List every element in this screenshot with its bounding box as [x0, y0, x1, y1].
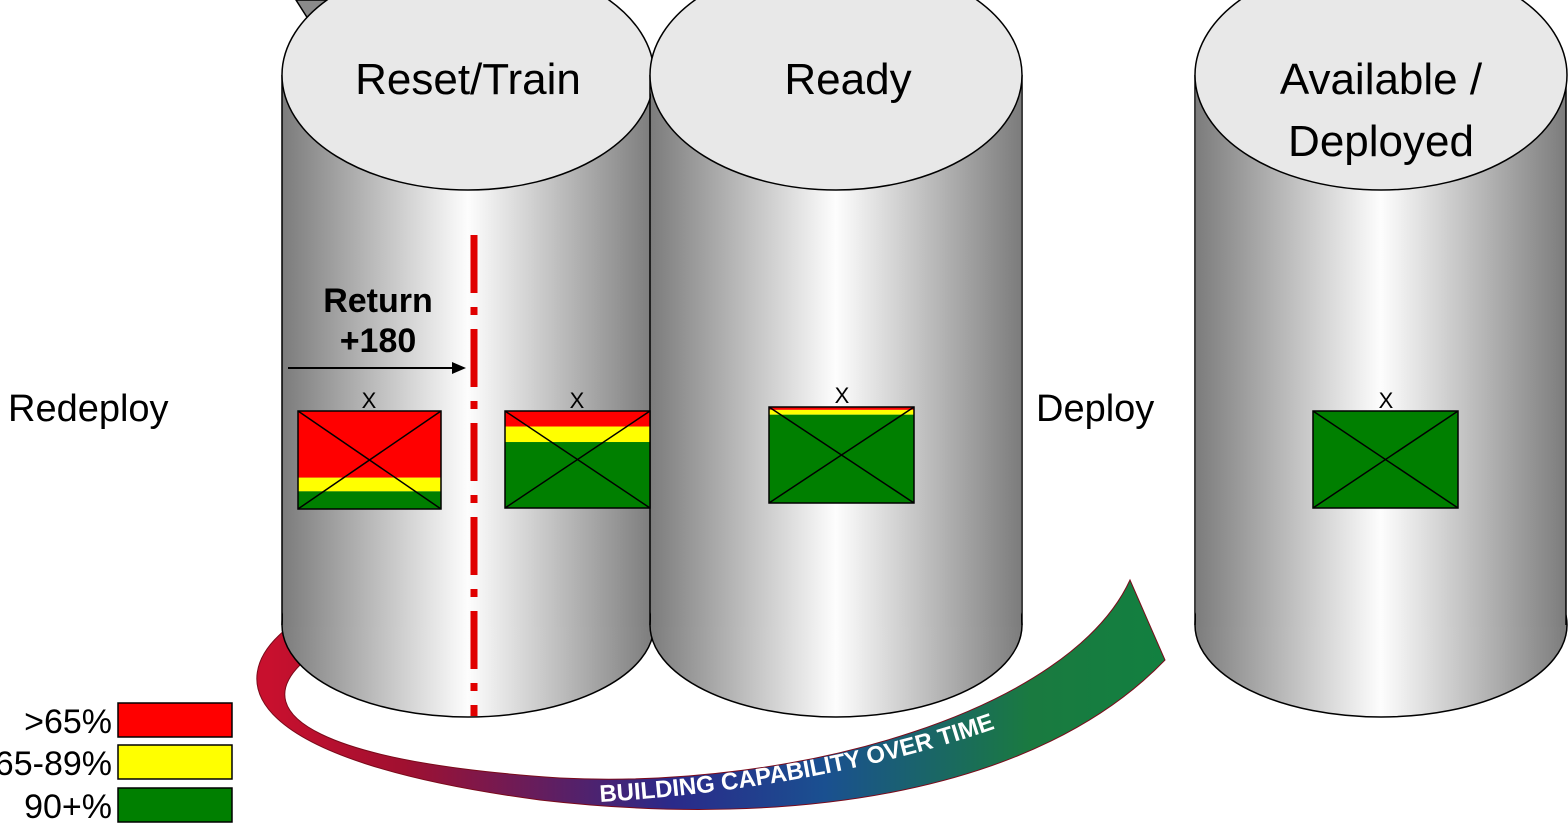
legend-label-yellow: 65-89%	[0, 745, 112, 783]
unit-icon-deployed	[1312, 410, 1459, 509]
cylinder-label-available-line1: Available /	[1280, 55, 1483, 104]
legend-swatch-yellow	[117, 744, 233, 780]
unit-icon-reset-2	[504, 410, 651, 509]
unit-band-yellow	[298, 477, 441, 492]
unit-border	[1312, 410, 1459, 509]
cylinder-label-ready: Ready	[784, 55, 911, 104]
cylinder-label-reset-train: Reset/Train	[355, 55, 581, 104]
unit-marker-2: X	[570, 388, 585, 413]
unit-band-yellow	[505, 426, 650, 443]
unit-band-yellow	[769, 409, 914, 415]
cylinder-label-available-line2: Deployed	[1288, 117, 1474, 166]
legend-swatch-green	[117, 787, 233, 823]
return-arrow	[288, 362, 466, 374]
unit-band-red	[769, 407, 914, 410]
unit-icon-ready	[768, 406, 915, 504]
legend-swatch-red	[117, 702, 233, 738]
cylinder-ready	[649, 0, 1023, 718]
unit-icon-reset-1	[297, 410, 442, 510]
redeploy-label: Redeploy	[8, 388, 169, 430]
unit-cross-line	[768, 406, 915, 504]
capability-arc	[256, 578, 1166, 810]
unit-cross-line	[1312, 410, 1459, 509]
cylinder-reset-train	[281, 0, 655, 718]
unit-marker-1: X	[362, 388, 377, 413]
unit-cross-line	[504, 410, 651, 509]
legend-label-green: 90+%	[24, 788, 112, 826]
unit-border	[504, 410, 651, 509]
legend: >65% 65-89% 90+%	[0, 702, 233, 826]
unit-band-green	[298, 491, 441, 509]
unit-border	[297, 410, 442, 510]
return-label-line1: Return	[323, 282, 433, 320]
unit-band-red	[505, 411, 650, 427]
cylinder-available-deployed	[1194, 0, 1568, 718]
unit-band-green	[769, 414, 914, 503]
unit-band-red	[298, 411, 441, 478]
deploy-label: Deploy	[1036, 388, 1154, 430]
unit-cross-line	[297, 410, 442, 510]
legend-label-red: >65%	[24, 703, 112, 741]
unit-band-green	[505, 442, 650, 508]
unit-border	[768, 406, 915, 504]
unit-marker-4: X	[1379, 388, 1394, 413]
unit-marker-3: X	[835, 383, 850, 408]
return-label-line2: +180	[340, 322, 417, 360]
